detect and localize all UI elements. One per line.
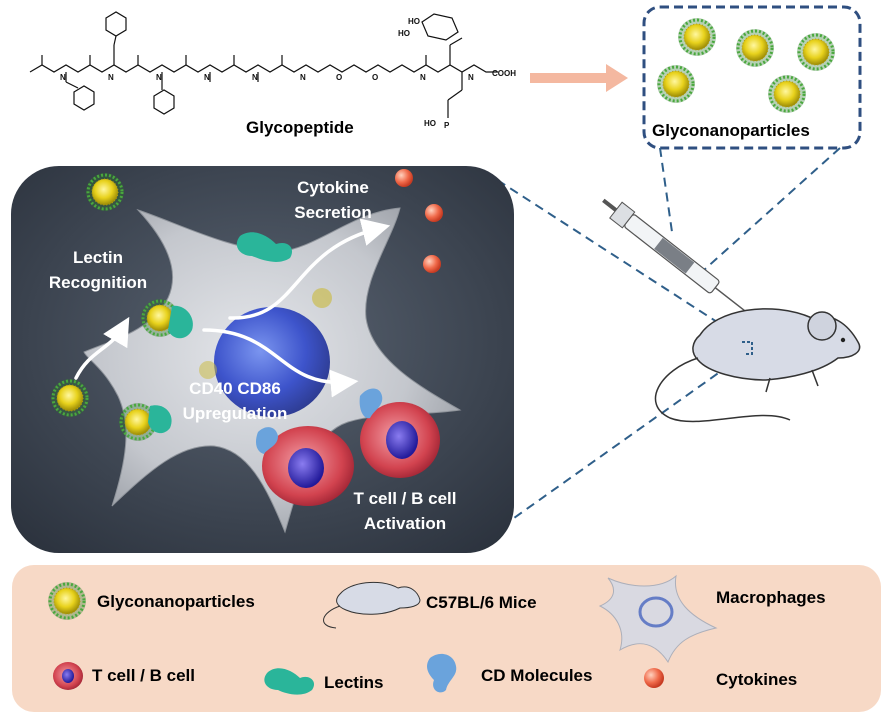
- cd-molecule-icon: [256, 427, 278, 454]
- nanoparticle-icon: [655, 63, 697, 105]
- legend-cd-molecules: CD Molecules: [481, 666, 592, 685]
- legend-glyconanoparticles: Glyconanoparticles: [97, 592, 255, 611]
- cytokine-icon: [423, 255, 441, 273]
- hydroxyl-label: HO: [398, 29, 410, 38]
- amide-n-label: N: [300, 73, 306, 82]
- cooh-label: COOH: [492, 69, 516, 78]
- t-cell-nucleus: [386, 421, 418, 459]
- amide-n-label: N: [420, 73, 426, 82]
- tcell-label-line2: Activation: [364, 514, 446, 533]
- amide-n-label: N: [204, 73, 210, 82]
- cytokine-label-line1: Cytokine: [297, 178, 369, 197]
- amide-n-label: N: [252, 73, 258, 82]
- cytokine-icon: [425, 204, 443, 222]
- macrophage-nucleus: [214, 307, 330, 417]
- lectin-icon: [168, 305, 193, 339]
- legend-mice: C57BL/6 Mice: [426, 593, 537, 612]
- cytokine-label-line2: Secretion: [294, 203, 371, 222]
- amide-n-label: N: [60, 73, 66, 82]
- phosphate-oh-label: HO: [424, 119, 436, 128]
- legend-lectins: Lectins: [324, 673, 384, 692]
- lectin-icon: [148, 405, 172, 434]
- process-arrows: [74, 218, 391, 398]
- lectin-label-line1: Lectin: [73, 248, 123, 267]
- cd-molecule-icon: [359, 388, 383, 419]
- nanoparticle-icon: [49, 377, 91, 419]
- nanoparticle-icon: [734, 27, 776, 69]
- cd-label-line2: Upregulation: [183, 404, 288, 423]
- internalized-nanoparticle: [312, 288, 332, 308]
- glycopeptide-structure: [29, 11, 498, 118]
- phosphate-p-label: P: [444, 121, 450, 130]
- amide-n-label: N: [108, 73, 114, 82]
- glycopeptide-label: Glycopeptide: [246, 118, 354, 137]
- synthesis-arrow: [530, 64, 628, 92]
- legend-cd-molecule-icon: [427, 653, 457, 693]
- ether-o-label: O: [336, 73, 342, 82]
- legend-macrophages: Macrophages: [716, 588, 826, 607]
- nanoparticle-icon: [766, 73, 808, 115]
- t-cell-nucleus: [288, 448, 324, 488]
- glyconanoparticles-label: Glyconanoparticles: [652, 121, 810, 140]
- legend-macrophage-icon: [598, 574, 718, 664]
- legend-mouse-icon: [323, 581, 421, 629]
- hydroxyl-label: HO: [408, 17, 420, 26]
- amide-n-label: N: [156, 73, 162, 82]
- legend-tcell: T cell / B cell: [92, 666, 195, 685]
- ether-o-label: O: [372, 73, 378, 82]
- syringe-icon: [602, 198, 746, 312]
- zoom-connector-lines: [484, 147, 841, 536]
- mouse-icon: [654, 308, 861, 423]
- amide-n-label: N: [468, 73, 474, 82]
- internalized-nanoparticle: [199, 361, 217, 379]
- lectin-icon: [236, 232, 293, 262]
- lectin-label-line2: Recognition: [49, 273, 147, 292]
- legend-nanoparticle-icon: [46, 580, 88, 622]
- nanoparticle-icon: [795, 31, 837, 73]
- legend-lectin-icon: [264, 668, 315, 695]
- legend-cytokine-icon: [644, 668, 664, 688]
- cytokine-icon: [395, 169, 413, 187]
- legend-cytokines: Cytokines: [716, 670, 797, 689]
- tcell-label-line1: T cell / B cell: [354, 489, 457, 508]
- legend-tcell-nucleus: [62, 669, 74, 683]
- nanoparticle-icon: [676, 16, 718, 58]
- cd-label-line1: CD40 CD86: [189, 379, 281, 398]
- nanoparticle-icon: [84, 171, 126, 213]
